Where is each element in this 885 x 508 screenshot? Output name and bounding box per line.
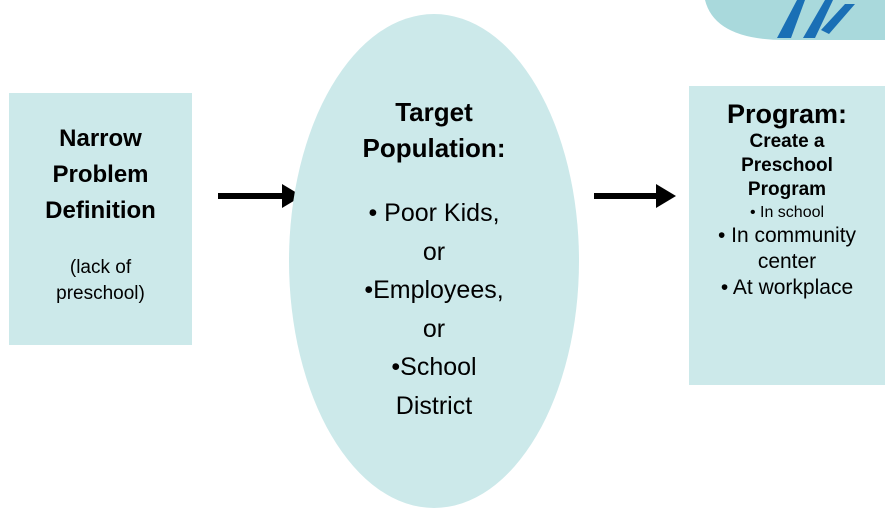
title-line: Population: — [362, 133, 506, 163]
program-subtitle: Create a Preschool Program — [689, 130, 885, 202]
list-item: •Employees, — [364, 276, 504, 304]
title-line: Narrow — [59, 125, 142, 152]
list-item: District — [395, 391, 473, 420]
program-title: Program: — [726, 99, 848, 129]
subtitle-line: Create a — [749, 131, 825, 152]
list-item: • At workplace — [720, 276, 854, 299]
subtitle-line: Program — [747, 179, 827, 200]
logo-icon — [705, 0, 885, 40]
title-line: Definition — [45, 197, 156, 224]
right-arrow-icon — [594, 184, 676, 208]
problem-definition-box: Narrow Problem Definition (lack of presc… — [9, 93, 192, 345]
detail-line: (lack of — [69, 257, 132, 278]
program-box: Program: Create a Preschool Program • In… — [689, 86, 885, 385]
title-line: Target — [395, 97, 473, 127]
detail-line: preschool) — [56, 283, 145, 304]
list-item: or — [422, 314, 446, 343]
right-arrow-icon — [218, 184, 302, 208]
list-item: • Poor Kids, — [368, 199, 500, 227]
problem-definition-title: Narrow Problem Definition — [9, 121, 192, 229]
title-line: Problem — [52, 161, 149, 188]
target-population-title: Target Population: — [289, 94, 579, 166]
list-item: • In community — [717, 224, 857, 247]
target-population-ellipse: Target Population: • Poor Kids, or •Empl… — [289, 14, 579, 508]
list-item: center — [757, 250, 817, 273]
list-item: or — [422, 237, 446, 266]
problem-definition-detail: (lack of preschool) — [9, 255, 192, 307]
subtitle-line: Preschool — [741, 155, 833, 176]
list-item: •School — [391, 353, 477, 381]
target-population-list: • Poor Kids, or •Employees, or •School D… — [289, 194, 579, 425]
list-item: • In school — [749, 204, 825, 221]
program-list: • In school • In community center • At w… — [689, 202, 885, 301]
